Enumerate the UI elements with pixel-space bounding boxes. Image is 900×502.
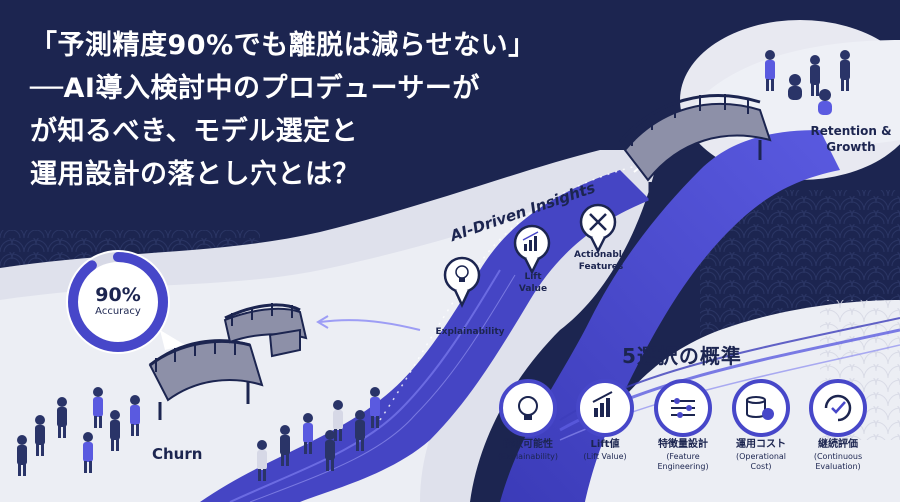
churn-label: Churn [152, 445, 203, 463]
pin-label-lift-value: Lift Value [518, 272, 548, 294]
headline-line-3: が知るべき、モデル選定と [30, 116, 359, 147]
broken-bridge [148, 303, 308, 420]
criterion-operational-cost: 運用コスト (Operational Cost) [713, 438, 809, 472]
headline-line-4: 運用設計の落とし穴とは？ [30, 159, 360, 190]
people-crowd [17, 50, 850, 481]
criterion-label: 解釈可能性 [503, 439, 553, 450]
criteria-title: 5選択の概準 [622, 344, 742, 368]
arched-bridge [618, 94, 772, 205]
criterion-sub: (Continuous Evaluation) [813, 452, 863, 471]
gauge-percent: 90% [95, 284, 141, 306]
criteria-icons [499, 379, 867, 437]
retention-line-2: Growth [826, 140, 876, 154]
headline-line-1: 「予測精度90%でも離脱は減らせない」 [30, 30, 536, 61]
pin-explainability [443, 256, 481, 308]
pin-lift-value [513, 224, 551, 275]
criterion-sub: (Feature Engineering) [657, 452, 709, 471]
criterion-feature-engineering: 特徴量設計 (Feature Engineering) [635, 438, 731, 472]
headline: 「予測精度90%でも離脱は減らせない」 ──AI導入検討中のプロデューサーが が… [30, 24, 590, 196]
criterion-explainability: 解釈可能性 (Explainability) [480, 438, 576, 462]
criterion-sub: (Explainability) [497, 452, 559, 461]
retention-label: Retention & Growth [806, 123, 896, 155]
criterion-lift-value: Lift値 (Lift Value) [557, 438, 653, 462]
criterion-continuous-evaluation: 継続評価 (Continuous Evaluation) [790, 438, 886, 472]
criterion-sub: (Operational Cost) [735, 452, 787, 471]
gauge-ring [68, 252, 168, 352]
pin-label-explainability: Explainability [435, 327, 505, 337]
headline-line-2: ──AI導入検討中のプロデューサーが [30, 73, 480, 104]
criterion-label: 運用コスト [736, 439, 786, 450]
retention-line-1: Retention & [810, 124, 892, 138]
gauge-caption: Accuracy [95, 306, 141, 317]
criterion-label: Lift値 [590, 439, 620, 450]
criterion-label: 継続評価 [818, 439, 858, 450]
criterion-label: 特徴量設計 [658, 439, 708, 450]
pin-label-actionable-features: Actionable Features [574, 250, 628, 272]
criterion-sub: (Lift Value) [583, 452, 627, 461]
pin-actionable-features [579, 203, 617, 254]
